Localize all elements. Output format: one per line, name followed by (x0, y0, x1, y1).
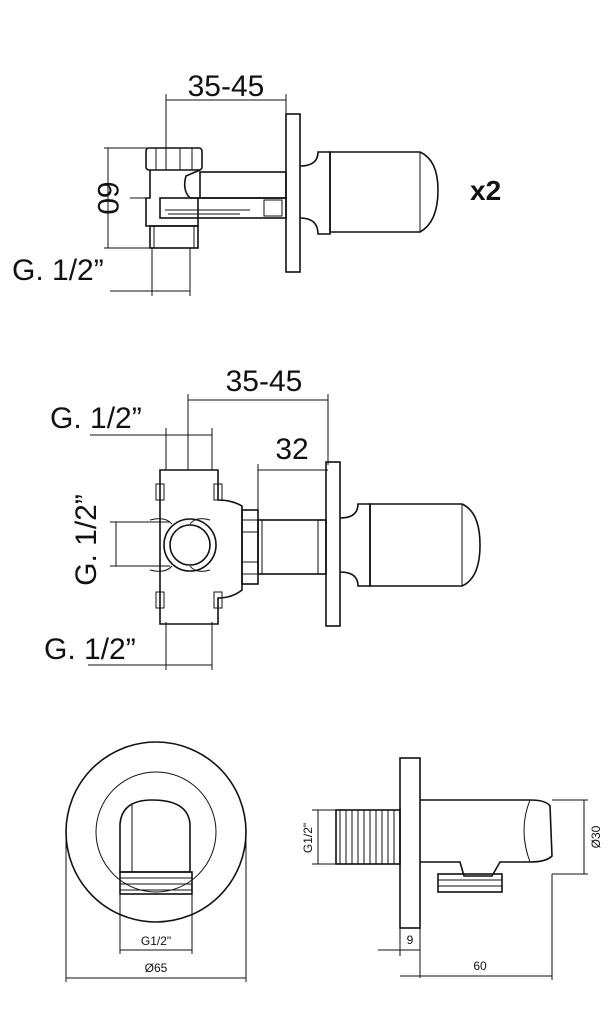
middle-thread-bottom-label: G. 1/2” (44, 633, 136, 666)
outlet-side-view: G1/2" Ø30 9 60 (301, 757, 603, 980)
top-wall-plate (285, 113, 301, 273)
middle-thread-bottom-dimension: G. 1/2” (44, 622, 213, 670)
middle-valve-body (149, 469, 327, 625)
top-height-dimension: 60 (91, 147, 150, 249)
middle-stem-dimension: 32 (257, 433, 328, 520)
top-valve-body (130, 147, 287, 249)
outlet-side-thread-label: G1/2" (301, 823, 315, 853)
middle-thread-side-dimension: G. 1/2” (70, 494, 170, 586)
top-view: 35-45 60 G. 1/2” (12, 70, 501, 296)
quantity-label: x2 (470, 175, 501, 206)
top-handle (299, 151, 439, 235)
top-height-label: 60 (91, 181, 124, 214)
top-depth-dimension: 35-45 (165, 70, 287, 150)
top-thread-dimension: G. 1/2” (12, 248, 191, 296)
top-thread-label: G. 1/2” (12, 254, 104, 287)
middle-thread-top-label: G. 1/2” (50, 402, 142, 435)
middle-thread-side-label: G. 1/2” (70, 494, 103, 586)
middle-wall-plate (325, 461, 341, 627)
outlet-front-view: G1/2" Ø65 (65, 741, 247, 982)
middle-depth-dimension: 35-45 (187, 365, 329, 470)
outlet-side-flange-label: 9 (407, 933, 414, 947)
middle-handle (339, 503, 481, 587)
outlet-side-diameter-label: Ø30 (589, 825, 603, 848)
outlet-side-length-label: 60 (473, 959, 487, 973)
middle-view: 35-45 G. 1/2” 32 G. 1/2” G. 1/2” (44, 365, 481, 670)
thread-lines (339, 810, 395, 864)
outlet-front-diameter-label: Ø65 (145, 961, 168, 975)
middle-stem-label: 32 (275, 433, 308, 466)
middle-thread-top-dimension: G. 1/2” (50, 402, 213, 470)
top-depth-label: 35-45 (188, 70, 265, 103)
outlet-front-thread-label: G1/2" (141, 934, 171, 948)
middle-depth-label: 35-45 (226, 365, 303, 398)
